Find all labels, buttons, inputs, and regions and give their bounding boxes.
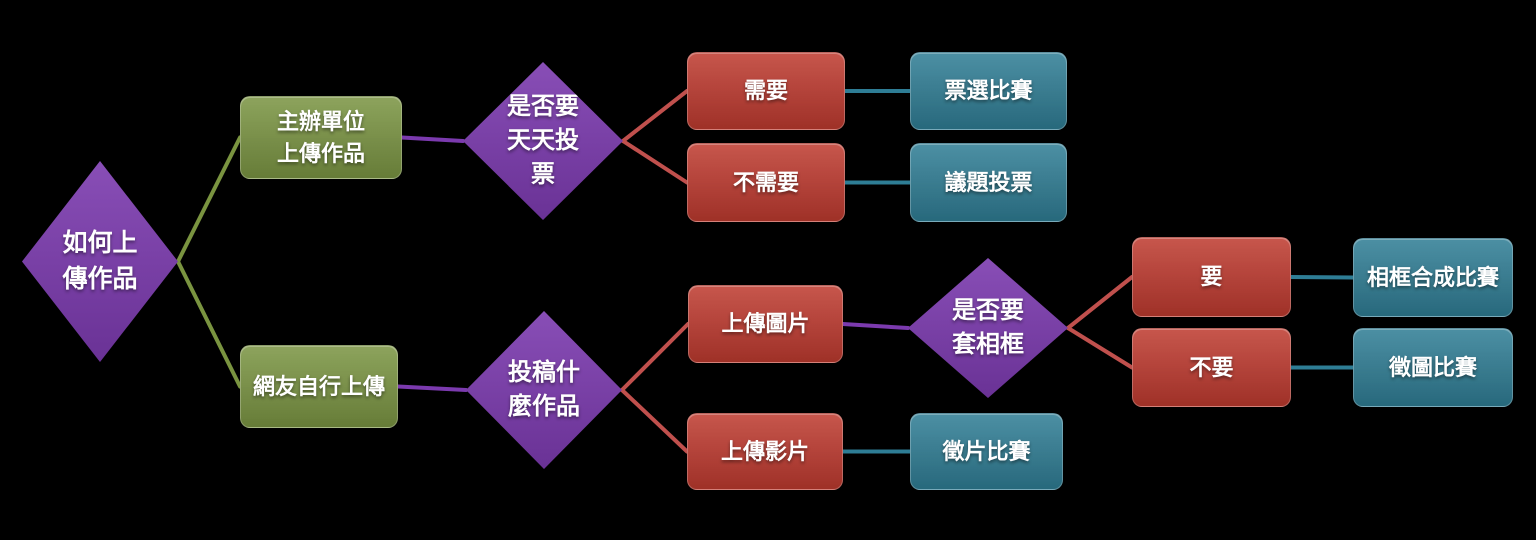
option-upload-image: 上傳圖片 — [688, 285, 843, 363]
result-video-collect-contest: 徵片比賽 — [910, 413, 1063, 490]
edge-user-upload-to-work-type — [396, 384, 468, 392]
result-topic-vote: 議題投票 — [910, 143, 1067, 222]
edge-daily-vote-to-no-need — [621, 139, 689, 185]
process-user-self-upload: 網友自行上傳 — [240, 345, 398, 428]
option-need: 需要 — [687, 52, 845, 130]
result-vote-contest: 票選比賽 — [910, 52, 1067, 130]
edge-root-to-organizer-upload — [176, 135, 242, 264]
edge-organizer-upload-to-daily-vote — [400, 135, 465, 143]
edge-root-to-user-upload — [176, 259, 242, 389]
edge-work-type-to-upload-image — [620, 322, 690, 392]
edge-daily-vote-to-need — [621, 89, 689, 143]
edge-work-type-to-upload-video — [620, 388, 689, 454]
edge-upload-image-to-photo-frame — [841, 322, 910, 330]
result-image-collect-contest: 徵圖比賽 — [1353, 328, 1513, 407]
edge-photo-frame-to-no — [1066, 326, 1134, 370]
edge-photo-frame-to-yes — [1066, 275, 1134, 330]
option-no-need: 不需要 — [687, 143, 845, 222]
edge-yes-to-frame-contest — [1289, 275, 1355, 280]
result-frame-compose-contest: 相框合成比賽 — [1353, 238, 1513, 317]
option-yes: 要 — [1132, 237, 1291, 317]
process-organizer-upload: 主辦單位 上傳作品 — [240, 96, 402, 179]
option-upload-video: 上傳影片 — [687, 413, 843, 490]
option-no: 不要 — [1132, 328, 1291, 407]
